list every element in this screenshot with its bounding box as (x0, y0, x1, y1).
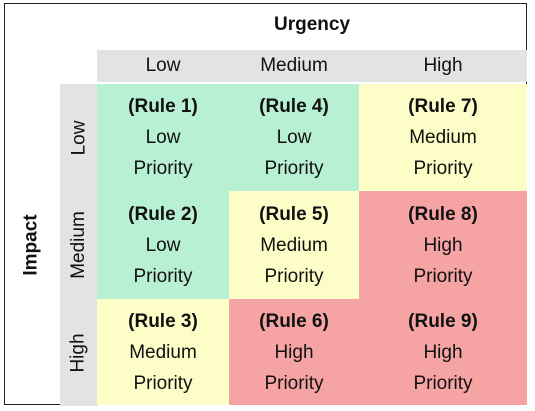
urgency-column-low: Low (97, 50, 229, 82)
cell-priority-word: Priority (413, 265, 473, 287)
cell-priority-word: Priority (413, 372, 473, 394)
cell-priority-level: Low (145, 127, 181, 148)
urgency-column-high: High (359, 50, 527, 82)
cell-rule-label: (Rule 2) (128, 203, 198, 225)
priority-matrix: Urgency Low Medium High Impact Low Mediu… (4, 3, 527, 406)
cell-rule-label: (Rule 5) (259, 203, 329, 225)
cell-rule-label: (Rule 8) (408, 203, 478, 225)
cell-rule-9: (Rule 9) High Priority (359, 299, 527, 405)
cell-priority-word: Priority (133, 265, 193, 287)
cell-rule-label: (Rule 4) (259, 96, 329, 117)
cell-priority-level: High (423, 234, 463, 256)
cell-priority-word: Priority (264, 158, 324, 179)
cell-rule-3: (Rule 3) Medium Priority (97, 299, 229, 405)
impact-row-medium: Medium (60, 191, 98, 299)
urgency-column-medium: Medium (229, 50, 359, 82)
cell-rule-4: (Rule 4) Low Priority (229, 84, 359, 191)
cell-rule-label: (Rule 9) (408, 310, 478, 332)
cell-priority-word: Priority (133, 372, 193, 394)
cell-rule-8: (Rule 8) High Priority (359, 191, 527, 299)
cell-priority-word: Priority (133, 158, 193, 179)
cell-rule-label: (Rule 1) (128, 96, 198, 117)
impact-row-high: High (60, 299, 98, 406)
cell-rule-2: (Rule 2) Low Priority (97, 191, 229, 299)
cell-priority-level: Low (145, 234, 181, 256)
impact-axis-title: Impact (12, 84, 52, 406)
cell-rule-6: (Rule 6) High Priority (229, 299, 359, 405)
impact-axis-title-text: Impact (21, 214, 42, 276)
impact-row-low: Low (60, 84, 98, 191)
cell-priority-level: Medium (409, 127, 477, 148)
cell-rule-1: (Rule 1) Low Priority (97, 84, 229, 191)
cell-priority-level: High (274, 341, 314, 363)
cell-rule-label: (Rule 7) (408, 96, 478, 117)
cell-priority-word: Priority (264, 372, 324, 394)
cell-priority-word: Priority (413, 158, 473, 179)
cell-rule-5: (Rule 5) Medium Priority (229, 191, 359, 299)
cell-priority-level: Low (276, 127, 312, 148)
cell-rule-7: (Rule 7) Medium Priority (359, 84, 527, 191)
cell-priority-level: High (423, 341, 463, 363)
impact-row-high-label: High (68, 332, 90, 373)
cell-priority-word: Priority (264, 265, 324, 287)
impact-row-medium-label: Medium (68, 211, 90, 279)
cell-priority-level: Medium (129, 341, 197, 363)
impact-row-low-label: Low (67, 120, 89, 155)
urgency-axis-title: Urgency (273, 14, 351, 35)
cell-rule-label: (Rule 6) (259, 310, 329, 332)
cell-priority-level: Medium (260, 234, 328, 256)
cell-rule-label: (Rule 3) (128, 310, 198, 332)
